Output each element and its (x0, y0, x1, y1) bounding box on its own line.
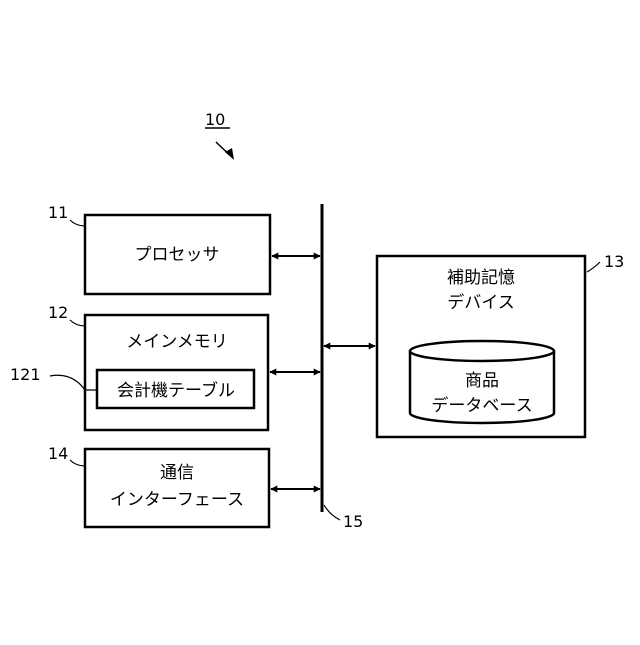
processor-ref-leader (70, 220, 85, 226)
database-label-line2: データベース (431, 395, 532, 416)
communication-interface-ref: 14 (48, 444, 68, 463)
auxiliary-storage-ref-leader (587, 262, 600, 272)
processor-label: プロセッサ (135, 245, 220, 265)
main-memory-block: メインメモリ 12 会計機テーブル 121 (10, 303, 320, 430)
communication-interface-label-line2: インターフェース (110, 490, 244, 510)
communication-interface-box (85, 449, 269, 527)
processor-ref: 11 (48, 203, 68, 222)
figure-ref-label: 10 (205, 110, 225, 129)
figure-reference: 10 (205, 110, 234, 160)
database-label-line1: 商品 (465, 371, 499, 391)
settlement-machine-table: 会計機テーブル 121 (10, 365, 254, 408)
main-memory-ref: 12 (48, 303, 68, 322)
database-cylinder-top (410, 341, 554, 361)
figure-ref-arrowhead-icon (225, 148, 234, 160)
communication-interface-block: 通信 インターフェース 14 (48, 444, 320, 527)
processor-block: プロセッサ 11 (48, 203, 320, 294)
auxiliary-storage-label-line1: 補助記憶 (447, 268, 515, 288)
bus-ref: 15 (343, 512, 363, 531)
table-ref: 121 (10, 365, 41, 384)
bus-ref-leader (324, 505, 340, 520)
auxiliary-storage-block: 補助記憶 デバイス 13 商品 データベース (324, 252, 624, 437)
table-label: 会計機テーブル (117, 380, 235, 401)
auxiliary-storage-label-line2: デバイス (447, 292, 515, 313)
communication-interface-ref-leader (70, 460, 85, 466)
main-memory-label: メインメモリ (126, 332, 228, 352)
product-database: 商品 データベース (410, 341, 554, 423)
communication-interface-label-line1: 通信 (160, 463, 194, 483)
main-memory-ref-leader (70, 320, 85, 326)
system-bus: 15 (322, 204, 363, 531)
auxiliary-storage-ref: 13 (604, 252, 624, 271)
